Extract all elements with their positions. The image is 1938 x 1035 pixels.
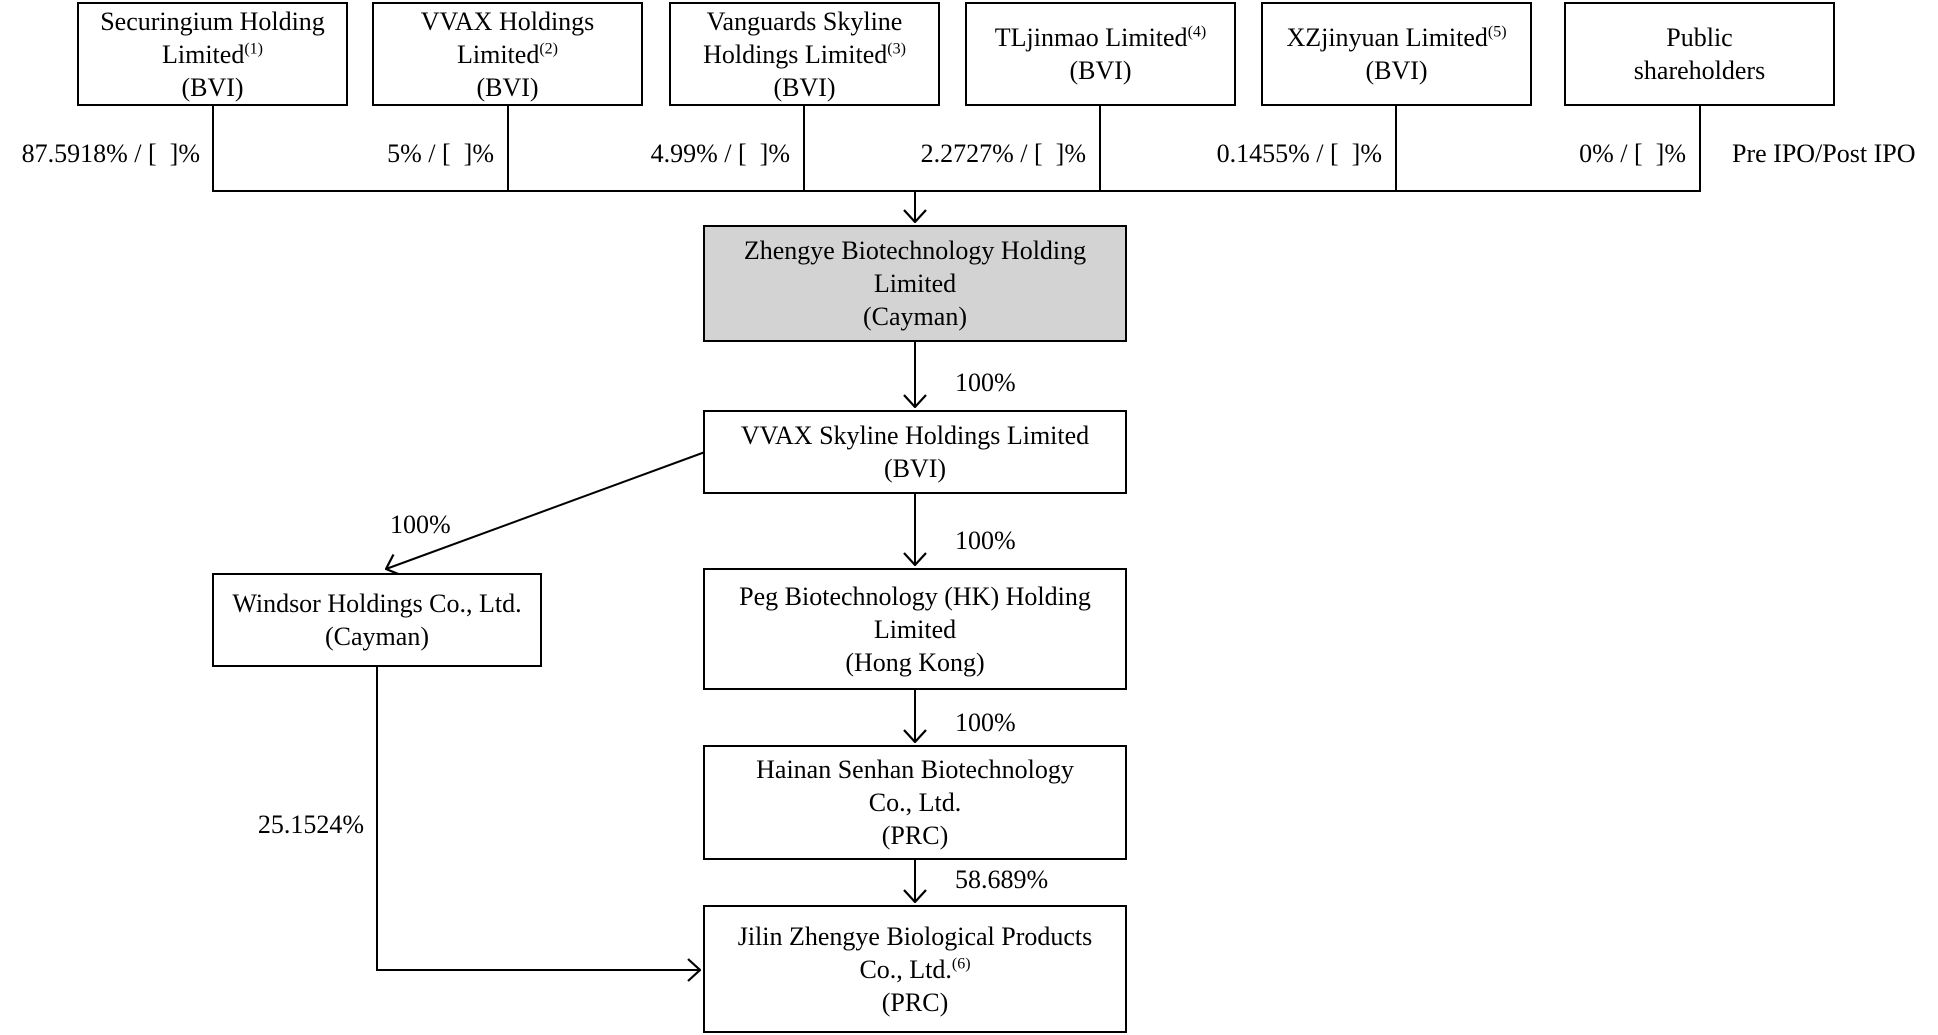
entity-name-line: Public: [1666, 23, 1733, 52]
entity-name-line: Jilin Zhengye Biological Products: [737, 921, 1093, 951]
entity-box-windsor-holdings: Windsor Holdings Co., Ltd. (Cayman): [212, 573, 542, 667]
entity-box-jilin-zhengye: Jilin Zhengye Biological Products Co., L…: [703, 905, 1127, 1033]
entity-name-line: VVAX Skyline Holdings Limited: [740, 421, 1090, 450]
arrow-windsor-to-jilin: [376, 665, 700, 970]
entity-box-hainan-senhan: Hainan Senhan Biotechnology Co., Ltd. (P…: [703, 745, 1127, 860]
entity-jurisdiction: (BVI): [476, 72, 539, 102]
edge-label-peg-hainan: 100%: [955, 708, 1016, 737]
ownership-vanguards-skyline: 4.99% / [ ]%: [650, 139, 790, 168]
entity-jurisdiction: (BVI): [1069, 56, 1132, 85]
ownership-vvax-holdings: 5% / [ ]%: [387, 139, 494, 168]
entity-name-line: VVAX Holdings: [420, 6, 595, 36]
entity-jurisdiction: (BVI): [883, 454, 947, 483]
entity-jurisdiction: (BVI): [773, 72, 836, 102]
entity-box-vvax-skyline: VVAX Skyline Holdings Limited (BVI): [703, 410, 1127, 494]
entity-jurisdiction: (Hong Kong): [845, 647, 985, 677]
entity-name-line: Hainan Senhan Biotechnology: [756, 755, 1074, 784]
footnote-ref: (6): [951, 954, 971, 972]
entity-box-xzjinyuan: XZjinyuan Limited(5) (BVI): [1261, 2, 1532, 106]
entity-box-tljinmao: TLjinmao Limited(4) (BVI): [965, 2, 1236, 106]
footnote-ref: (4): [1187, 23, 1207, 41]
entity-name-line: Vanguards Skyline: [706, 6, 903, 36]
entity-box-public-shareholders: Public shareholders: [1564, 2, 1835, 106]
entity-name-line: Securingium Holding: [100, 6, 325, 36]
entity-jurisdiction: (Cayman): [863, 302, 967, 331]
entity-jurisdiction: (BVI): [181, 72, 244, 102]
entity-box-vanguards-skyline: Vanguards Skyline Holdings Limited(3) (B…: [669, 2, 940, 106]
ownership-public-shareholders: 0% / [ ]%: [1579, 139, 1686, 168]
ownership-xzjinyuan: 0.1455% / [ ]%: [1216, 139, 1382, 168]
entity-jurisdiction: (Cayman): [325, 622, 429, 651]
ownership-securingium: 87.5918% / [ ]%: [21, 139, 200, 168]
entity-box-vvax-holdings: VVAX Holdings Limited(2) (BVI): [372, 2, 643, 106]
entity-name-line: TLjinmao Limited(4): [994, 23, 1207, 52]
footnote-ref: (5): [1487, 23, 1507, 41]
entity-name-line: shareholders: [1633, 56, 1766, 85]
entity-name-line: XZjinyuan Limited(5): [1286, 23, 1507, 52]
entity-name-line: Limited: [873, 269, 957, 298]
edge-label-vvax-skyline-windsor: 100%: [390, 510, 451, 539]
entity-name-line: Zhengye Biotechnology Holding: [743, 236, 1087, 265]
footnote-ref: (1): [244, 39, 263, 57]
entity-name-line: Holdings Limited(3): [703, 39, 906, 69]
entity-jurisdiction: (PRC): [881, 821, 949, 850]
entity-box-zhengye-biotechnology: Zhengye Biotechnology Holding Limited (C…: [703, 225, 1127, 342]
entity-name-line: Limited(1): [162, 39, 263, 69]
entity-name-line: Limited(2): [457, 39, 558, 69]
entity-name-line: Co., Ltd.(6): [859, 954, 971, 984]
entity-name-line: Limited: [873, 614, 957, 644]
entity-name-line: Peg Biotechnology (HK) Holding: [739, 581, 1091, 611]
entity-name-line: Co., Ltd.: [868, 788, 962, 817]
edge-label-windsor-jilin: 25.1524%: [257, 810, 364, 839]
entity-jurisdiction: (PRC): [881, 987, 949, 1017]
footnote-ref: (3): [887, 39, 906, 57]
entity-box-peg-biotechnology-hk: Peg Biotechnology (HK) Holding Limited (…: [703, 568, 1127, 690]
entity-box-securingium: Securingium Holding Limited(1) (BVI): [77, 2, 348, 106]
ownership-tljinmao: 2.2727% / [ ]%: [920, 139, 1086, 168]
edge-label-zhengye-vvax-skyline: 100%: [955, 368, 1016, 397]
edge-label-vvax-skyline-peg: 100%: [955, 526, 1016, 555]
entity-jurisdiction: (BVI): [1365, 56, 1428, 85]
edge-label-hainan-jilin: 58.689%: [955, 865, 1049, 894]
footnote-ref: (2): [539, 39, 558, 57]
pre-post-ipo-note: Pre IPO/Post IPO: [1732, 139, 1916, 168]
entity-name-line: Windsor Holdings Co., Ltd.: [232, 589, 522, 618]
